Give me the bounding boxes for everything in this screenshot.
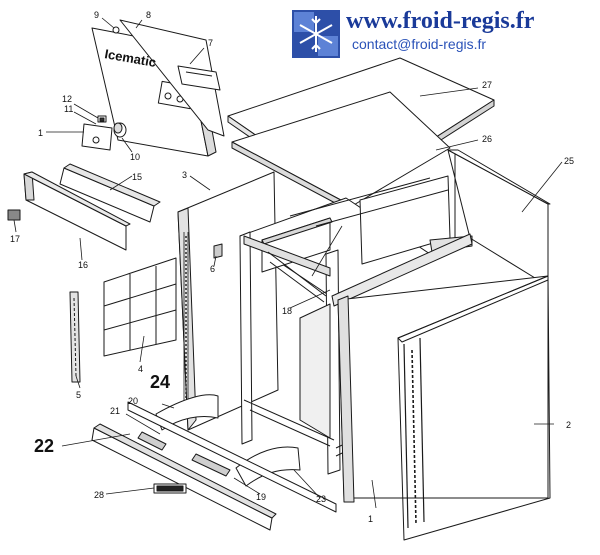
callout-1-switch: 1 — [38, 128, 43, 138]
part-clip — [7, 209, 21, 221]
part-knob — [113, 122, 127, 138]
contact-email[interactable]: contact@froid-regis.fr — [352, 36, 487, 52]
part-side-strip — [69, 291, 81, 383]
callout-labels: 9 8 7 12 11 1 10 15 16 17 3 6 4 5 27 26 … — [10, 10, 574, 524]
part-front-grille — [23, 171, 131, 251]
callout-28: 28 — [94, 490, 104, 500]
callout-7: 7 — [208, 38, 213, 48]
callout-18: 18 — [282, 306, 292, 316]
part-small-bracket — [213, 243, 223, 259]
callout-19: 19 — [256, 492, 266, 502]
callout-8: 8 — [146, 10, 151, 20]
part-base-tray — [127, 401, 337, 513]
callout-27: 27 — [482, 80, 492, 90]
callout-5: 5 — [76, 390, 81, 400]
part-mounting-bracket — [243, 235, 331, 303]
site-url[interactable]: www.froid-regis.fr — [346, 8, 535, 34]
part-base-rail — [91, 423, 277, 531]
part-top-trim — [119, 19, 225, 137]
callout-21: 21 — [110, 406, 120, 416]
callout-20: 20 — [128, 396, 138, 406]
leader-lines — [13, 17, 563, 509]
part-right-side-panel — [337, 275, 551, 541]
part-switch-plate — [81, 115, 113, 151]
callout-15: 15 — [132, 172, 142, 182]
part-cabinet-frame — [239, 175, 473, 475]
callout-26: 26 — [482, 134, 492, 144]
callout-2: 2 — [566, 420, 571, 430]
callout-4: 4 — [138, 364, 143, 374]
part-air-filter — [103, 257, 177, 357]
callout-labels-large: 24 22 — [34, 372, 170, 456]
callout-23: 23 — [316, 494, 326, 504]
part-deflector — [155, 394, 219, 431]
part-filter-rail — [59, 163, 161, 223]
snowflake-logo-icon — [292, 10, 340, 58]
callout-1-body: 1 — [368, 514, 373, 524]
callout-17: 17 — [10, 234, 20, 244]
callout-22: 22 — [34, 436, 54, 456]
callout-12: 12 — [62, 94, 72, 104]
callout-16: 16 — [78, 260, 88, 270]
callout-11: 11 — [64, 104, 73, 114]
callout-25: 25 — [564, 156, 574, 166]
part-rear-wall — [447, 149, 551, 287]
part-lower-scoop — [235, 446, 301, 487]
callout-9: 9 — [94, 10, 99, 20]
callout-24: 24 — [150, 372, 170, 392]
callout-6: 6 — [210, 264, 215, 274]
callout-10: 10 — [130, 152, 140, 162]
part-insulation-pad — [231, 91, 451, 213]
part-nameplate — [153, 483, 187, 494]
callout-3: 3 — [182, 170, 187, 180]
part-screw — [112, 26, 120, 34]
part-left-side-panel — [177, 171, 279, 431]
